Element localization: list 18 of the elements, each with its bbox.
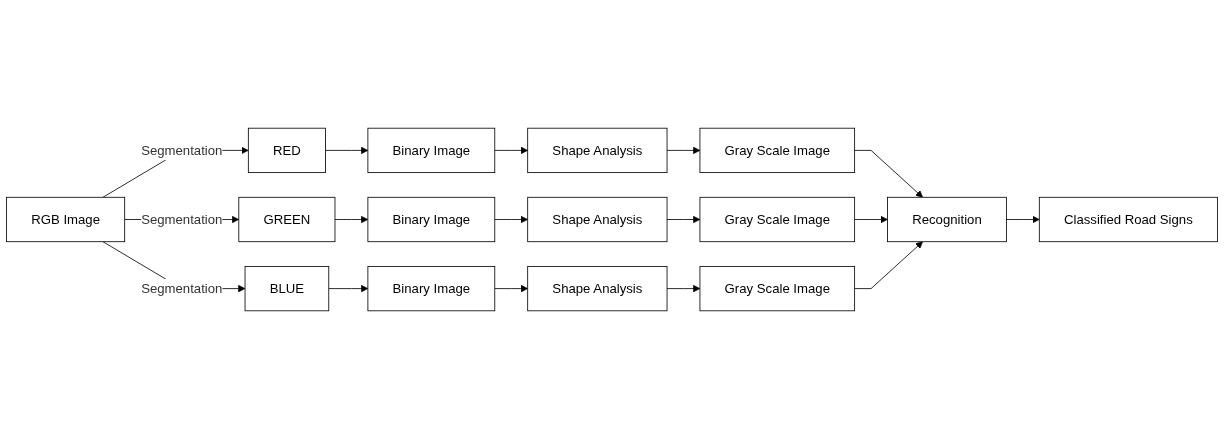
node-box: Gray Scale Image [699,265,856,312]
node-box: Shape Analysis [527,265,668,312]
node-box: RGB Image [6,196,126,243]
node-box: Binary Image [367,127,496,173]
node-box: Classified Road Signs [1038,196,1218,243]
node-box: BLUE [244,265,330,312]
node-box: RED [247,127,326,173]
node-box: Shape Analysis [527,127,668,173]
node-box: GREEN [238,196,336,243]
node-box: Binary Image [367,196,496,243]
edge-label: Segmentation [141,212,223,227]
edge-label: Segmentation [141,143,223,157]
node-box: Gray Scale Image [699,196,856,243]
edge-label: Segmentation [141,281,223,296]
node-box: Shape Analysis [527,196,668,243]
node-box: Gray Scale Image [699,127,856,173]
node-box: Recognition [887,196,1007,243]
node-box: Binary Image [367,265,496,312]
